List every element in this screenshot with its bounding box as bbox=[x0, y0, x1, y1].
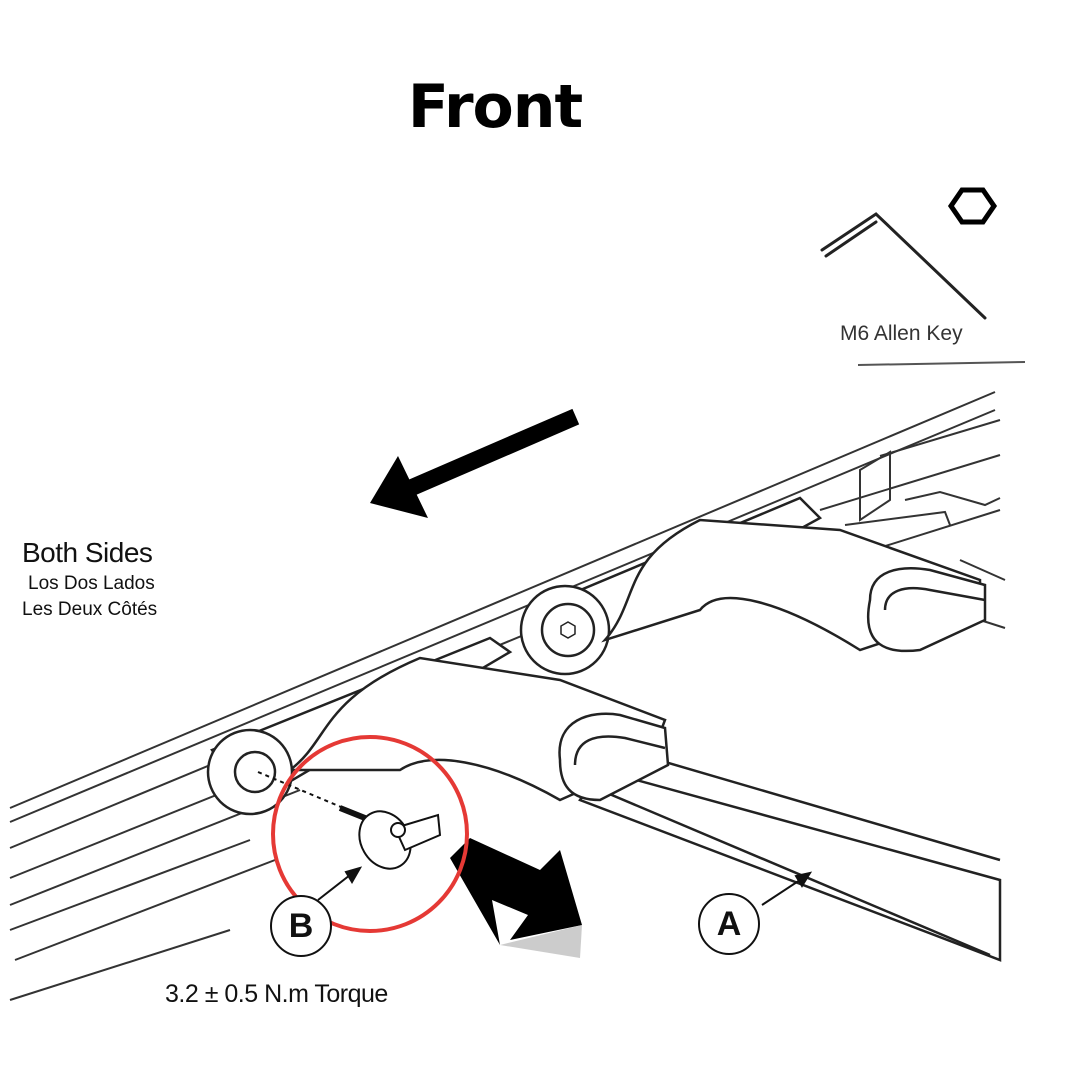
front-bracket bbox=[206, 636, 670, 816]
rear-bracket bbox=[519, 496, 987, 676]
torque-spec: 3.2 ± 0.5 N.m Torque bbox=[165, 980, 388, 1008]
highlight-circle bbox=[271, 735, 469, 933]
insert-arrow-icon bbox=[450, 838, 582, 958]
part-b-callout: B bbox=[270, 895, 332, 957]
note-english: Both Sides bbox=[22, 537, 153, 568]
page-title: Front bbox=[407, 72, 583, 142]
leader-lines bbox=[317, 866, 813, 906]
part-a-callout: A bbox=[698, 893, 760, 955]
direction-arrow-icon bbox=[370, 408, 580, 518]
both-sides-note: Both Sides Los Dos Lados Les Deux Côtés bbox=[22, 537, 157, 621]
note-spanish: Los Dos Lados bbox=[28, 573, 155, 594]
hex-socket-icon bbox=[947, 187, 998, 225]
note-french: Les Deux Côtés bbox=[22, 599, 158, 620]
fastener-b bbox=[257, 771, 442, 870]
tool-divider bbox=[857, 361, 1026, 366]
tool-label: M6 Allen Key bbox=[840, 322, 963, 345]
allen-key-icon bbox=[820, 212, 987, 320]
